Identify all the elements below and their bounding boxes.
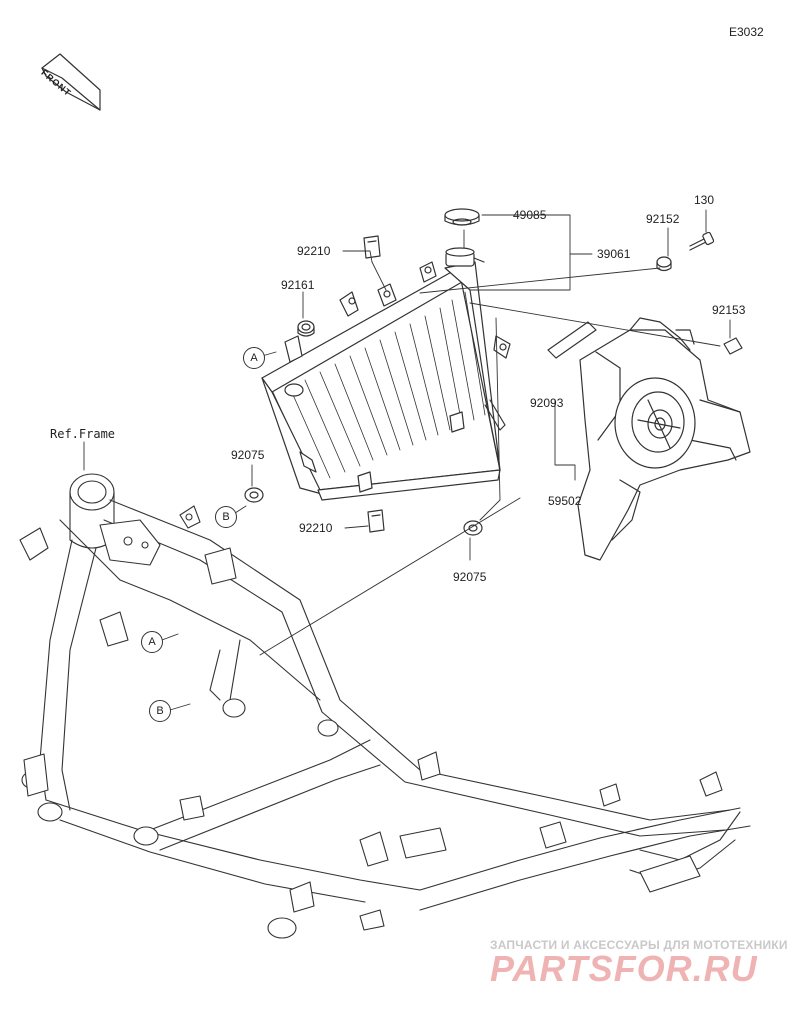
frame-icon <box>19 473 751 939</box>
collar-icon <box>244 487 264 503</box>
callout-92075-bottom: 92075 <box>453 570 487 584</box>
seal-strip-icon <box>547 321 597 359</box>
watermark-logo: PARTSFOR.RU <box>490 948 758 989</box>
radiator-cap-icon <box>444 208 480 226</box>
front-direction-arrow-icon <box>41 53 101 111</box>
callout-92210-bottom: 92210 <box>299 521 333 535</box>
callout-92152: 92152 <box>646 212 680 226</box>
watermark-tagline: ЗАПЧАСТИ И АКСЕССУАРЫ ДЛЯ МОТОТЕХНИКИ <box>490 938 788 952</box>
callout-130: 130 <box>694 193 715 207</box>
position-marker-a-top: A <box>243 347 265 369</box>
position-marker-a-frame: A <box>141 631 163 653</box>
callout-92075-left: 92075 <box>231 448 265 462</box>
callout-49085: 49085 <box>513 208 547 222</box>
callout-59502: 59502 <box>548 494 582 508</box>
collar-icon <box>656 256 672 272</box>
callout-92093: 92093 <box>530 396 564 410</box>
collar-icon <box>463 520 483 536</box>
radiator-icon <box>261 247 511 501</box>
callout-39061: 39061 <box>597 247 631 261</box>
position-marker-b-frame: B <box>149 700 171 722</box>
callout-92161: 92161 <box>281 278 315 292</box>
callout-92210-top: 92210 <box>297 244 331 258</box>
bolt-icon <box>723 337 743 355</box>
grommet-icon <box>297 320 315 337</box>
bolt-icon <box>689 231 715 251</box>
clip-icon <box>367 509 385 533</box>
ref-frame-label: Ref.Frame <box>50 427 116 441</box>
position-marker-b-top: B <box>215 506 237 528</box>
clip-icon <box>363 235 381 259</box>
diagram-code: E3032 <box>729 25 764 39</box>
callout-92153: 92153 <box>712 303 746 317</box>
cooling-fan-icon <box>614 377 696 469</box>
